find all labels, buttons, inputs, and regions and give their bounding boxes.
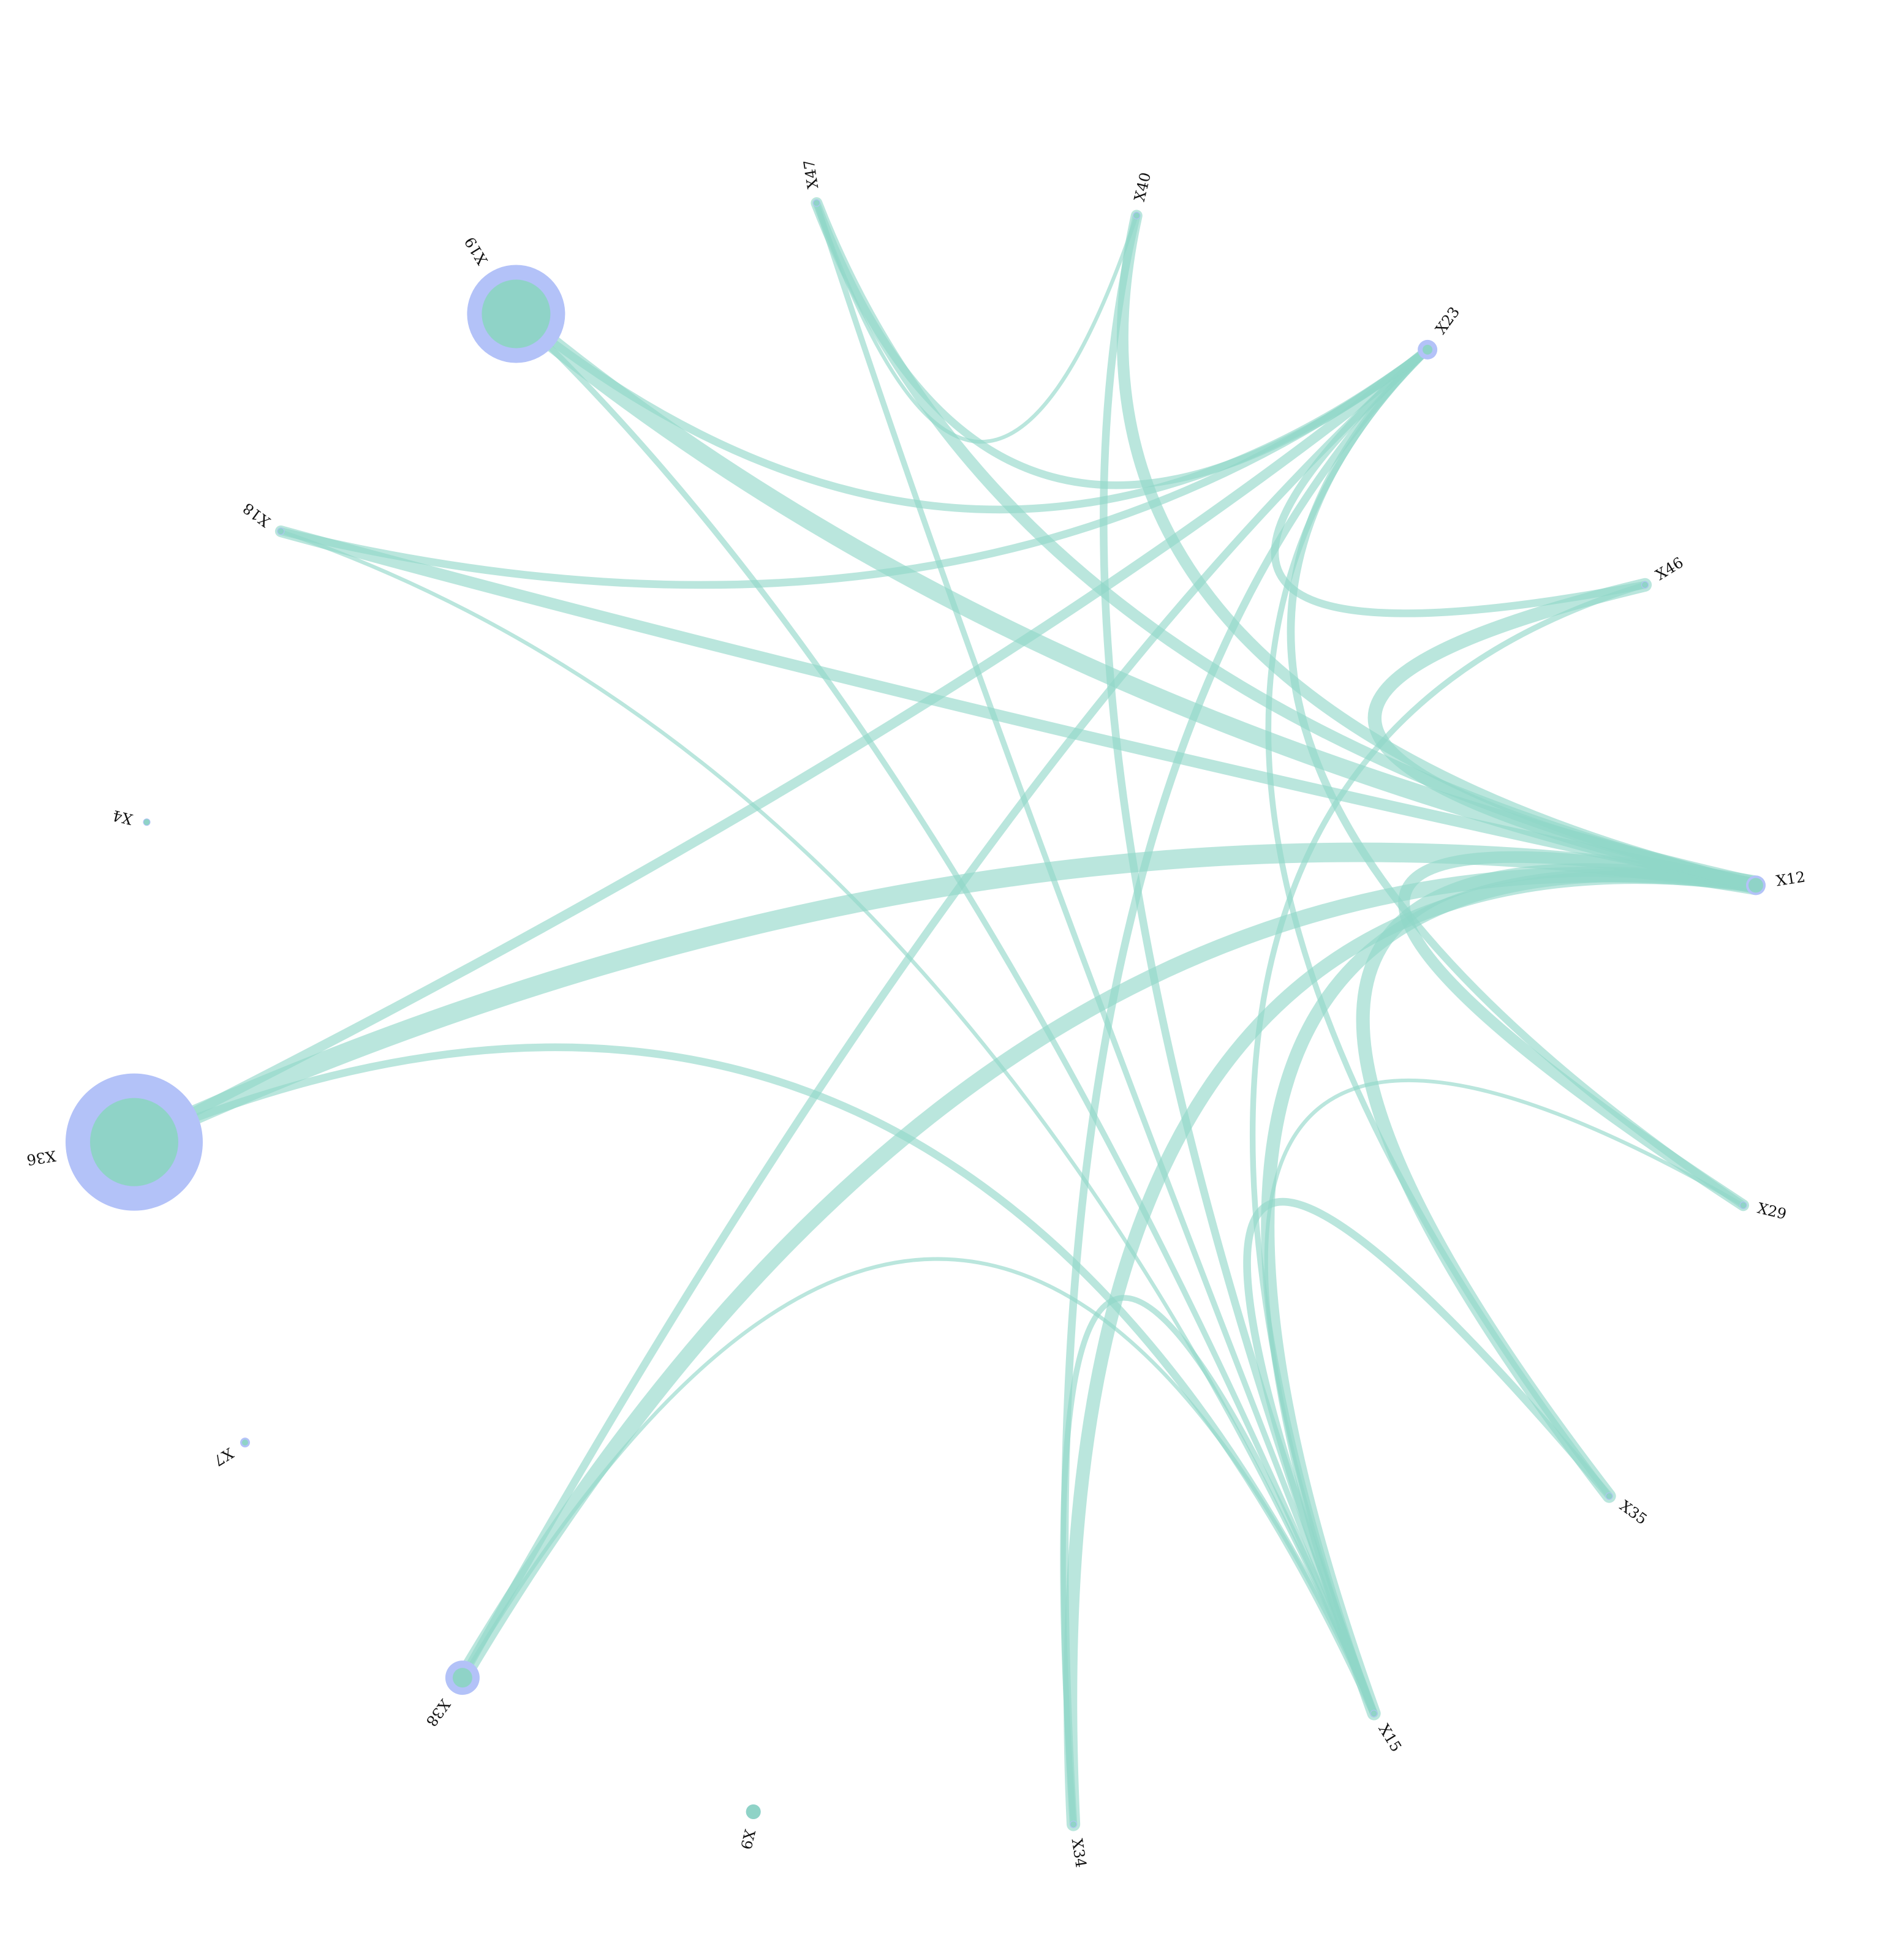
- edge-x15-x47: [814, 200, 1377, 1717]
- node-inner-disc: [1748, 878, 1763, 893]
- node-inner-disc: [1606, 1493, 1612, 1499]
- node-inner-disc: [278, 528, 284, 535]
- node-x35[interactable]: [1605, 1492, 1613, 1500]
- node-inner-disc: [90, 1098, 178, 1186]
- node-x47[interactable]: [812, 199, 820, 207]
- node-inner-disc: [482, 279, 551, 349]
- edge-x23-x19: [512, 310, 1432, 514]
- node-inner-disc: [1133, 213, 1140, 219]
- node-x7[interactable]: [240, 1438, 250, 1448]
- edge-x12-x40: [1116, 209, 1762, 891]
- node-x36[interactable]: [66, 1073, 203, 1211]
- node-x4[interactable]: [143, 818, 151, 826]
- edge-x23-x46: [1271, 345, 1649, 617]
- edge-x15-x36: [130, 1043, 1378, 1717]
- edge-x40-x47: [814, 201, 1139, 444]
- node-x34[interactable]: [1070, 1820, 1078, 1828]
- node-x23[interactable]: [1418, 339, 1438, 360]
- edge-x23-x29: [1287, 345, 1747, 1210]
- edge-x15-x19: [513, 311, 1377, 1717]
- node-inner-disc: [242, 1439, 248, 1446]
- node-inner-disc: [1370, 1710, 1377, 1717]
- node-x40[interactable]: [1133, 212, 1141, 219]
- node-inner-disc: [1642, 581, 1648, 588]
- node-x15[interactable]: [1370, 1709, 1378, 1717]
- edge-layer: [124, 197, 1766, 1831]
- edge-x23-x36: [129, 345, 1432, 1147]
- node-x12[interactable]: [1746, 875, 1766, 895]
- node-inner-disc: [143, 819, 150, 826]
- edge-x12-x29: [1398, 851, 1762, 1212]
- node-inner-disc: [1070, 1821, 1077, 1828]
- node-x19[interactable]: [467, 265, 565, 363]
- node-x9[interactable]: [746, 1804, 761, 1819]
- edge-x15-x40: [1100, 211, 1378, 1717]
- node-inner-disc: [746, 1804, 761, 1819]
- node-x38[interactable]: [445, 1660, 480, 1695]
- node-inner-disc: [813, 200, 820, 206]
- node-x29[interactable]: [1739, 1201, 1747, 1209]
- node-inner-disc: [1423, 344, 1433, 355]
- node-inner-disc: [452, 1668, 472, 1688]
- node-x18[interactable]: [277, 527, 285, 535]
- node-x46[interactable]: [1641, 581, 1649, 589]
- node-layer: [66, 199, 1766, 1828]
- edge-x15-x29: [1264, 1078, 1745, 1716]
- edge-x12-x18: [274, 525, 1762, 891]
- edge-x15-x18: [279, 529, 1376, 1716]
- node-inner-disc: [1740, 1202, 1747, 1208]
